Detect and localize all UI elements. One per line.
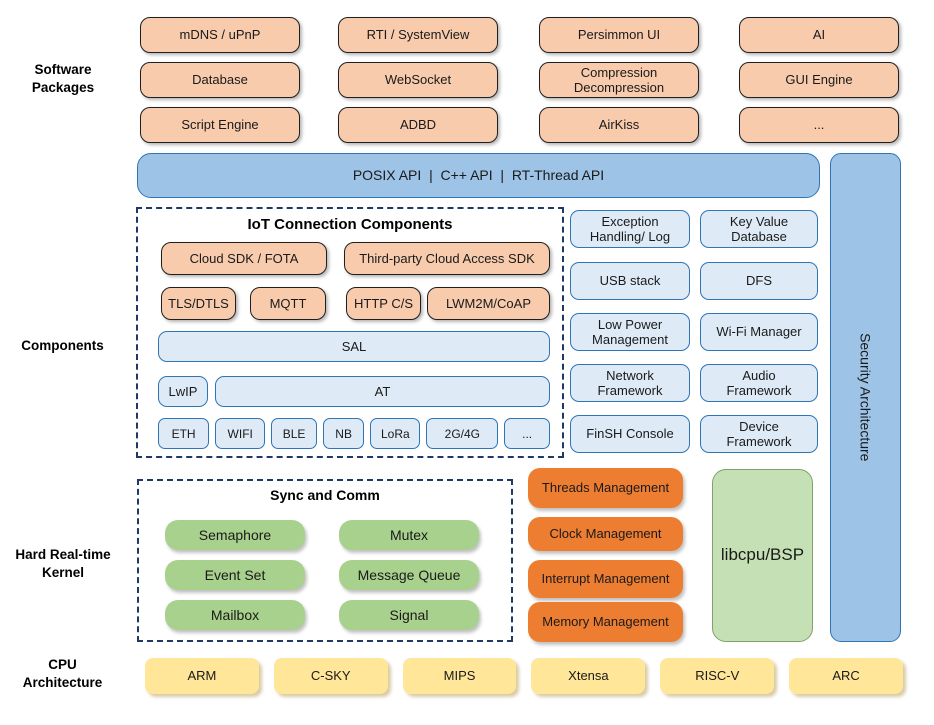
component-box: Device Framework [700,415,818,453]
package-box: GUI Engine [739,62,899,98]
link-box: 2G/4G [426,418,499,449]
at-box: AT [215,376,550,407]
iot-connection-group: IoT Connection Components Cloud SDK / FO… [136,207,564,458]
third-party-sdk-box: Third-party Cloud Access SDK [344,242,550,275]
component-box: Exception Handling/ Log [570,210,690,248]
package-box: Database [140,62,300,98]
package-box: ADBD [338,107,498,143]
cpu-box: ARC [789,658,903,694]
package-box: Compression Decompression [539,62,699,98]
api-bar: POSIX API | C++ API | RT-Thread API [137,153,820,198]
protocol-box: MQTT [250,287,326,320]
component-box: Key Value Database [700,210,818,248]
cpu-box: RISC-V [660,658,775,694]
cpu-box: ARM [145,658,259,694]
link-box: ETH [158,418,210,449]
management-box: Clock Management [528,517,683,551]
link-box: ... [504,418,550,449]
management-box: Threads Management [528,468,683,508]
package-box: ... [739,107,899,143]
iot-connection-title: IoT Connection Components [247,216,453,233]
sal-box: SAL [158,331,550,362]
link-layer-row: ETH WIFI BLE NB LoRa 2G/4G ... [158,418,550,449]
sync-item: Semaphore [165,520,305,550]
cpu-box: Xtensa [531,658,646,694]
component-box: Low Power Management [570,313,690,351]
package-box: RTI / SystemView [338,17,498,53]
link-box: BLE [271,418,317,449]
sync-comm-group: Sync and Comm Semaphore Mutex Event Set … [137,479,513,642]
security-architecture-bar: Security Architecture [830,153,901,642]
package-box: AI [739,17,899,53]
component-box: FinSH Console [570,415,690,453]
package-box: AirKiss [539,107,699,143]
cloud-sdk-box: Cloud SDK / FOTA [161,242,327,275]
libcpu-bsp-box: libcpu/BSP [712,469,813,642]
management-box: Memory Management [528,602,683,642]
component-box: USB stack [570,262,690,300]
sync-item: Mailbox [165,600,305,630]
package-box: Script Engine [140,107,300,143]
link-box: LoRa [370,418,421,449]
sync-comm-title: Sync and Comm [270,487,380,503]
package-box: Persimmon UI [539,17,699,53]
side-label-cpu-architecture: CPU Architecture [22,657,103,690]
side-label-kernel: Hard Real-time Kernel [15,547,111,580]
side-label-components: Components [21,338,104,353]
package-box: WebSocket [338,62,498,98]
cpu-architecture-row: ARM C-SKY MIPS Xtensa RISC-V ARC [145,658,903,694]
component-box: Audio Framework [700,364,818,402]
package-box: mDNS / uPnP [140,17,300,53]
link-box: WIFI [215,418,266,449]
sync-item: Message Queue [339,560,479,590]
component-box: DFS [700,262,818,300]
link-box: NB [322,418,365,449]
protocol-box: TLS/DTLS [161,287,236,320]
side-label-software-packages: Software Packages [31,62,95,95]
cpu-box: C-SKY [273,658,388,694]
management-box: Interrupt Management [528,560,683,598]
sync-item: Mutex [339,520,479,550]
security-architecture-label: Security Architecture [857,333,874,462]
lwip-box: LwIP [158,376,208,407]
protocol-box: LWM2M/CoAP [427,287,550,320]
protocol-box: HTTP C/S [346,287,421,320]
component-box: Network Framework [570,364,690,402]
cpu-box: MIPS [402,658,517,694]
sync-item: Signal [339,600,479,630]
component-box: Wi-Fi Manager [700,313,818,351]
sync-item: Event Set [165,560,305,590]
